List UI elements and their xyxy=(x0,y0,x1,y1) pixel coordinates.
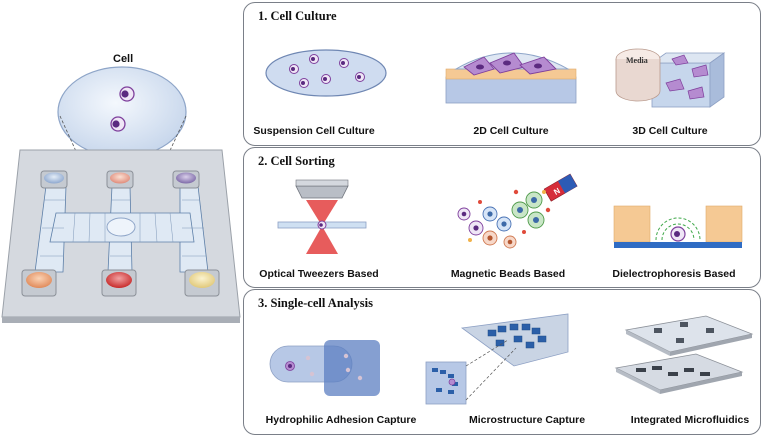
caption-2d-culture: 2D Cell Culture xyxy=(473,125,549,137)
svg-text:N: N xyxy=(552,186,562,197)
cell-title: Cell xyxy=(113,53,134,65)
2d-culture-illustration xyxy=(445,52,577,104)
caption-3d-culture: 3D Cell Culture xyxy=(632,125,708,137)
caption-microstructure-capture: Microstructure Capture xyxy=(468,414,586,426)
magnetic-beads-illustration: N xyxy=(457,173,578,249)
media-label: Media xyxy=(626,56,648,65)
caption-suspension-culture: Suspension Cell Culture xyxy=(253,125,375,137)
panel-title: 3. Single-cell Analysis xyxy=(258,296,373,310)
caption-magnetic-beads: Magnetic Beads Based xyxy=(450,268,566,280)
caption-optical-tweezers: Optical Tweezers Based xyxy=(259,268,379,280)
caption-dielectrophoresis: Dielectrophoresis Based xyxy=(612,268,736,280)
panel-title: 1. Cell Culture xyxy=(258,9,337,23)
cell-icon xyxy=(110,86,135,132)
optical-tweezers-illustration xyxy=(277,179,367,254)
3d-culture-illustration: Media xyxy=(615,48,726,108)
hydrophilic-capture-illustration xyxy=(269,340,380,396)
cell-bubble-ellipse xyxy=(57,66,187,158)
caption-hydrophilic-capture: Hydrophilic Adhesion Capture xyxy=(265,414,417,426)
panel-single-cell-analysis: 3. Single-cell Analysis Hydrophilic Adhe… xyxy=(243,289,761,435)
suspension-culture-illustration xyxy=(265,49,387,97)
integrated-microfluidics-illustration xyxy=(614,315,754,394)
panel-cell-sorting: 2. Cell Sorting Optical Tweezers Based M… xyxy=(243,147,761,288)
panel-cell-culture: 1. Cell Culture Suspension Cell Culture … xyxy=(243,2,761,146)
caption-integrated-microfluidics: Integrated Microfluidics xyxy=(630,414,750,426)
microstructure-capture-illustration xyxy=(425,313,569,405)
microfluidic-chip xyxy=(1,149,241,323)
panel-title: 2. Cell Sorting xyxy=(258,154,335,168)
dielectrophoresis-illustration xyxy=(613,205,743,248)
